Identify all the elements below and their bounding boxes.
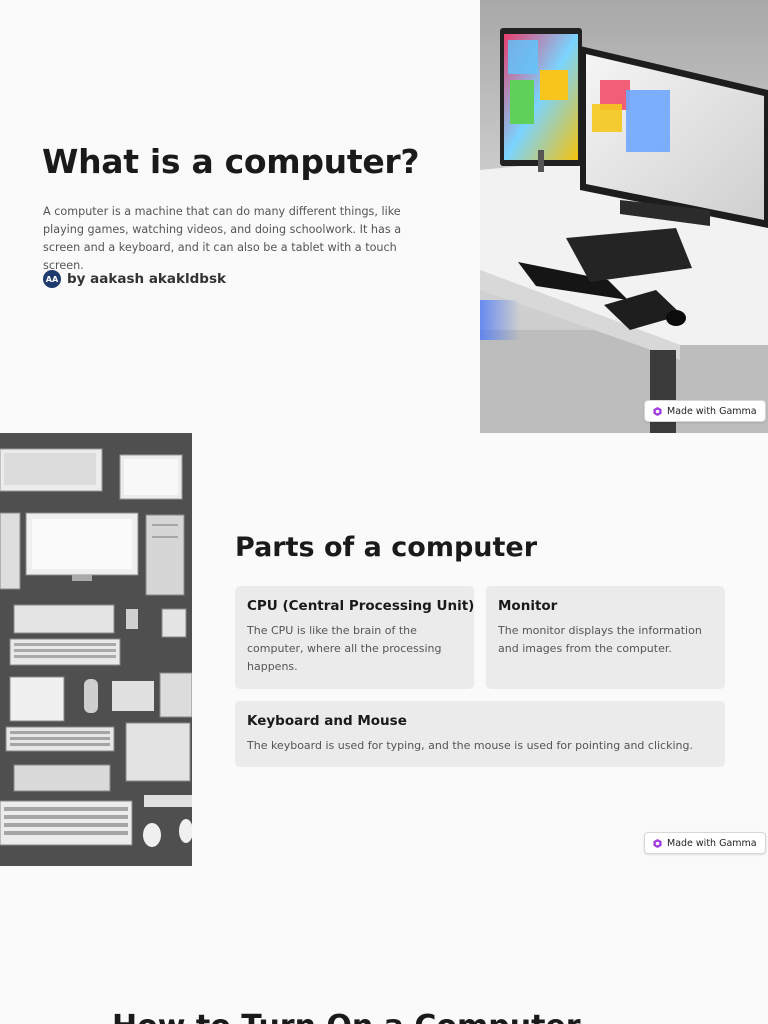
gamma-logo-icon — [653, 406, 662, 416]
section-title: How to Turn On a Computer — [112, 1009, 581, 1024]
slide-parts-of-a-computer: Parts of a computer CPU (Central Process… — [0, 433, 768, 866]
avatar: AA — [43, 270, 61, 288]
slide-how-to-turn-on: How to Turn On a Computer — [0, 866, 768, 1024]
card-monitor: Monitor The monitor displays the informa… — [486, 586, 725, 689]
card-title: Monitor — [498, 598, 558, 614]
card-text: The monitor displays the information and… — [498, 624, 702, 655]
card-text: The keyboard is used for typing, and the… — [247, 739, 693, 752]
card-keyboard-and-mouse: Keyboard and Mouse The keyboard is used … — [235, 701, 725, 767]
computer-parts-image — [0, 433, 192, 866]
made-with-gamma-badge[interactable]: Made with Gamma — [644, 832, 766, 854]
desktop-computer-image — [480, 0, 768, 433]
slide-body-text: A computer is a machine that can do many… — [43, 205, 402, 272]
slide-title: What is a computer? — [42, 142, 420, 181]
made-with-gamma-label: Made with Gamma — [667, 837, 757, 849]
card-cpu: CPU (Central Processing Unit) The CPU is… — [235, 586, 474, 689]
author-byline[interactable]: AA by aakash akakldbsk — [43, 270, 226, 288]
slide-what-is-a-computer: What is a computer? A computer is a mach… — [0, 0, 768, 433]
made-with-gamma-label: Made with Gamma — [667, 405, 757, 417]
card-title: Keyboard and Mouse — [247, 713, 407, 729]
author-name: by aakash akakldbsk — [67, 271, 226, 287]
card-title: CPU (Central Processing Unit) — [247, 598, 475, 614]
gamma-logo-icon — [653, 838, 662, 848]
made-with-gamma-badge[interactable]: Made with Gamma — [644, 400, 766, 422]
section-title: Parts of a computer — [235, 532, 538, 563]
card-text: The CPU is like the brain of the compute… — [247, 624, 442, 673]
